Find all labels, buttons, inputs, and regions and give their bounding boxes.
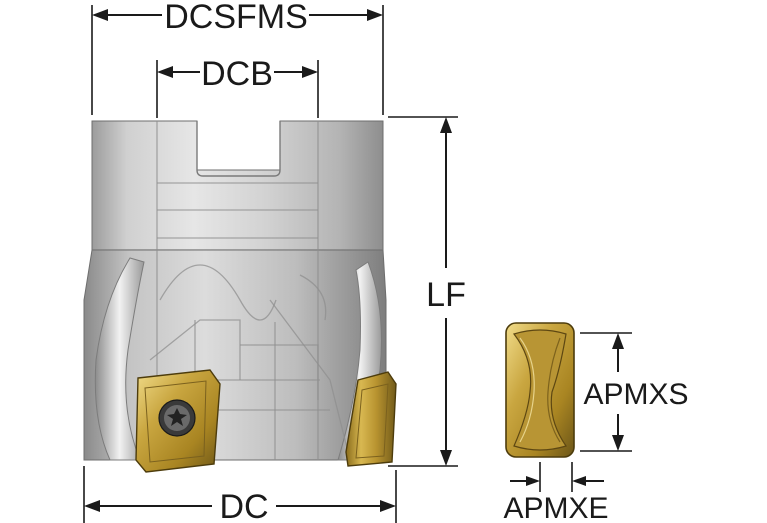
- dim-dcb: DCB: [156, 55, 319, 118]
- right-insert: [345, 371, 397, 467]
- cutter-shank: [91, 120, 384, 251]
- insert-detail: [505, 322, 575, 458]
- cutter-body: [83, 120, 397, 473]
- torx-screw-icon: [158, 399, 196, 437]
- flute-left: [94, 257, 145, 461]
- left-insert: [135, 369, 221, 473]
- dim-label-dcsfms: DCSFMS: [164, 0, 308, 36]
- dim-apmxs: APMXS: [580, 332, 689, 452]
- dim-dc: DC: [83, 466, 397, 523]
- dim-label-dcb: DCB: [201, 55, 273, 93]
- hidden-edges: [149, 121, 351, 461]
- dim-label-dc: DC: [219, 488, 268, 523]
- dim-label-apmxe: APMXE: [503, 492, 608, 523]
- key-slot: [196, 121, 281, 177]
- dim-dcsfms: DCSFMS: [91, 0, 384, 115]
- dim-label-apmxs: APMXS: [583, 378, 688, 411]
- dim-apmxe: APMXE: [503, 462, 609, 523]
- dim-lf: LF: [388, 116, 466, 467]
- dim-label-lf: LF: [426, 276, 466, 314]
